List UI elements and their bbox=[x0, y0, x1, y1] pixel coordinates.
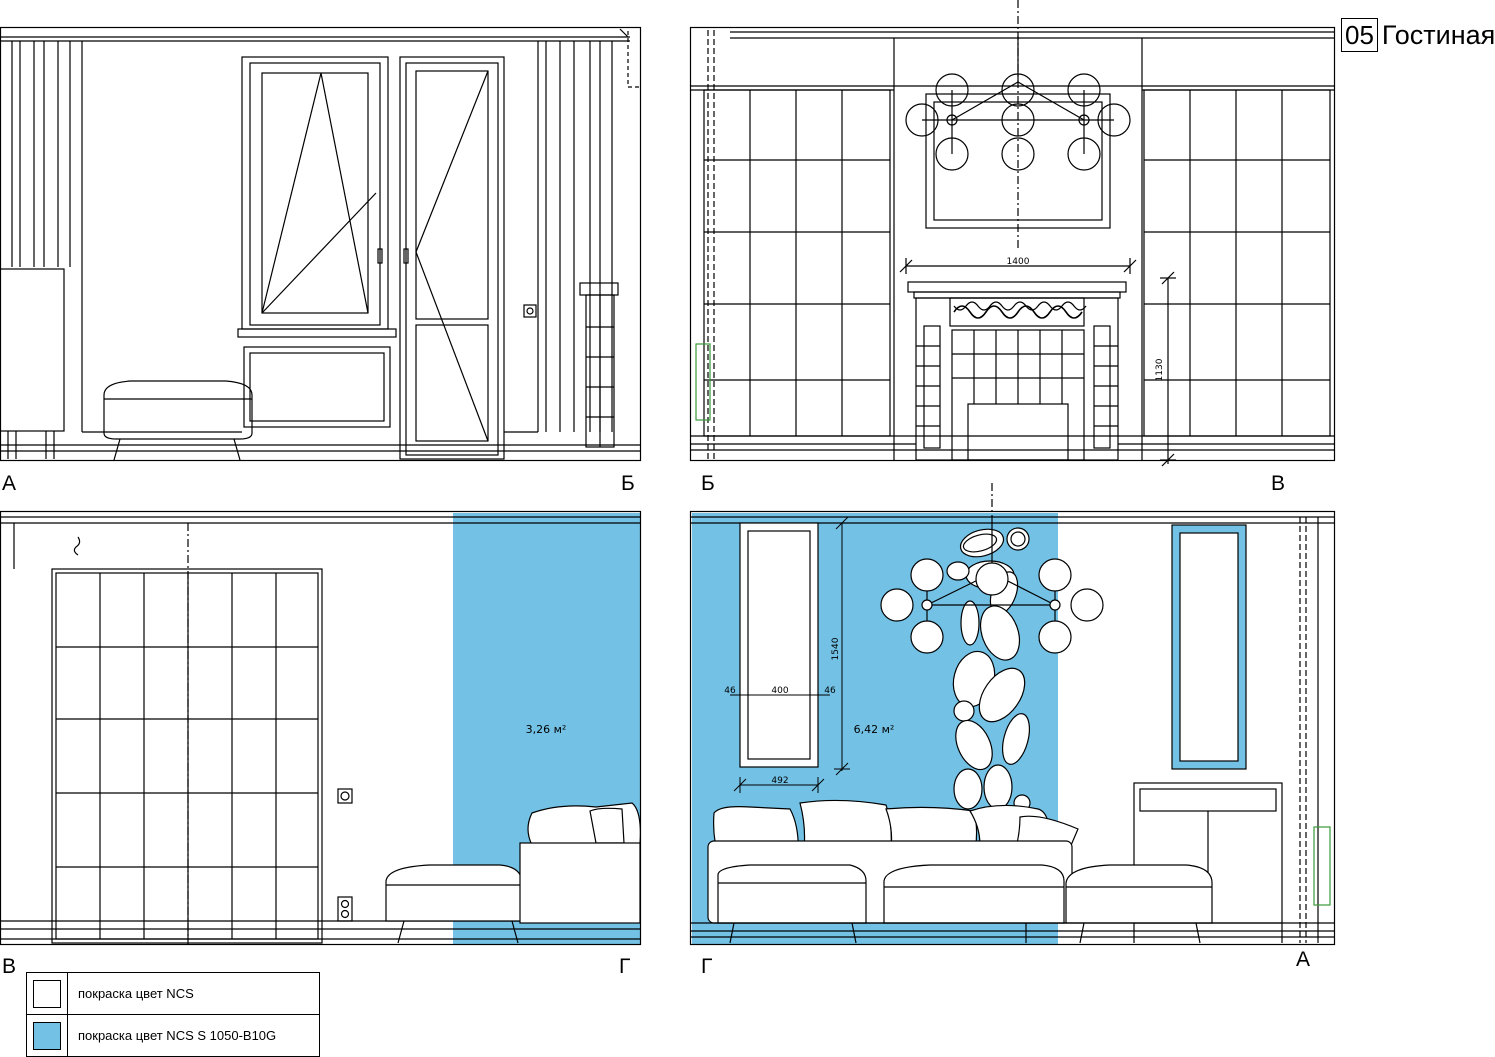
elevation-a-b bbox=[0, 26, 642, 462]
area-wall-g-a: 6,42 м² bbox=[854, 723, 895, 736]
dim-mirror-outer: 492 bbox=[771, 776, 788, 786]
dim-mirror-side-right: 46 bbox=[824, 686, 836, 696]
corner-label-v: В bbox=[1271, 472, 1286, 495]
elevation-b-v: 1400 1130 bbox=[689, 0, 1336, 467]
elevation-v-g: 3,26 м² bbox=[0, 510, 642, 946]
corner-label-b: Б bbox=[701, 472, 715, 495]
legend-label: покраска цвет NCS bbox=[78, 986, 194, 1001]
dim-mirror-side-left: 46 bbox=[724, 686, 736, 696]
legend-label: покраска цвет NCS S 1050-B10G bbox=[78, 1028, 277, 1043]
elevation-g-a: 1540 46 400 46 492 6,42 м² bbox=[689, 483, 1336, 946]
sheet-number: 05 bbox=[1341, 18, 1378, 52]
corner-label-a: А bbox=[1296, 948, 1311, 971]
sheet-name: Гостиная bbox=[1381, 19, 1495, 50]
legend-swatch-blue bbox=[33, 1021, 61, 1050]
corner-label-g: Г bbox=[701, 955, 713, 978]
corner-label-g: Г bbox=[619, 955, 631, 978]
legend: покраска цвет NCS покраска цвет NCS S 10… bbox=[26, 972, 320, 1057]
dim-wall-height: 1130 bbox=[1155, 358, 1165, 381]
corner-label-b: Б bbox=[621, 472, 635, 495]
legend-item: покраска цвет NCS S 1050-B10G bbox=[27, 1015, 319, 1056]
area-wall-v-g: 3,26 м² bbox=[526, 723, 567, 736]
legend-item: покраска цвет NCS bbox=[27, 973, 319, 1015]
dim-mirror-inner: 400 bbox=[771, 686, 788, 696]
corner-label-v: В bbox=[2, 955, 17, 978]
sheet-title: 05 Гостиная bbox=[1341, 17, 1495, 53]
dim-mirror-height: 1540 bbox=[831, 637, 841, 660]
legend-swatch-white bbox=[33, 979, 61, 1008]
dim-fireplace-width: 1400 bbox=[1007, 257, 1030, 267]
corner-label-a: А bbox=[2, 472, 17, 495]
